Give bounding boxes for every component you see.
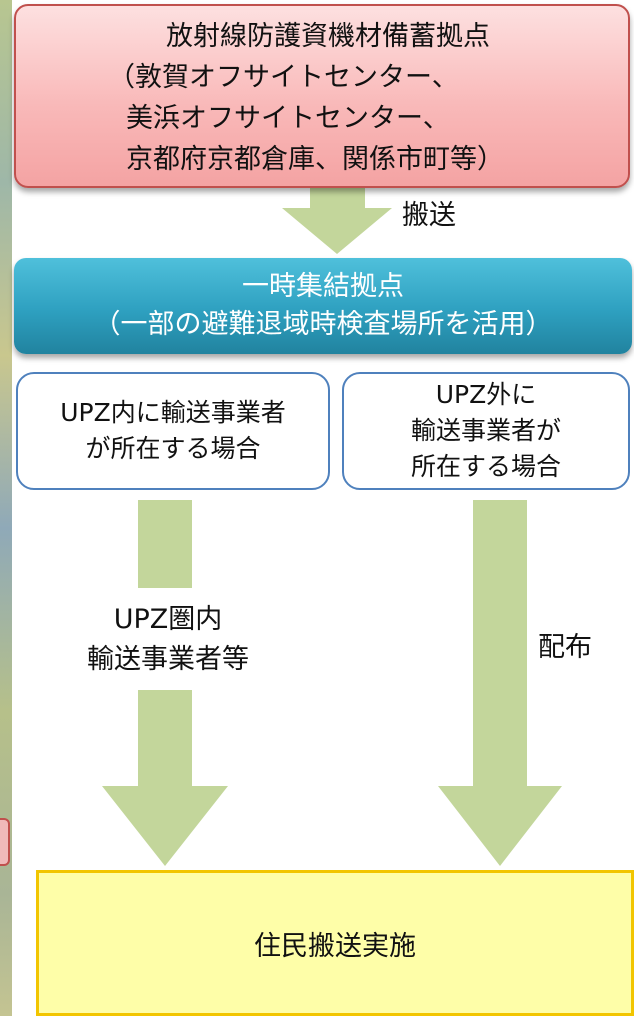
condition-line: が所在する場合 (85, 434, 261, 463)
gathering-base-node: 一時集結拠点 （一部の避難退域時検査場所を活用） (14, 258, 632, 354)
background-image-strip (0, 0, 12, 1016)
arrow-inside-upz-bottom (102, 690, 228, 866)
inside-route-label-line: 輸送事業者等 (87, 644, 249, 675)
background-box-fragment (0, 818, 10, 866)
resident-transport-label: 住民搬送実施 (254, 930, 416, 962)
condition-line: 輸送事業者が (410, 416, 561, 445)
condition-line: UPZ外に (435, 380, 537, 409)
inside-route-label: UPZ圏内 輸送事業者等 (68, 600, 268, 680)
stockpile-base-line: 京都府京都倉庫、関係市町等） (126, 144, 504, 175)
inside-route-label-line: UPZ圏内 (113, 604, 223, 635)
condition-inside-upz-node: UPZ内に輸送事業者 が所在する場合 (16, 372, 330, 490)
stockpile-base-line: 美浜オフサイトセンター、 (126, 103, 450, 134)
gathering-base-subtitle: （一部の避難退域時検査場所を活用） (93, 309, 553, 340)
condition-line: UPZ内に輸送事業者 (60, 398, 286, 427)
arrow-inside-upz-top (138, 500, 192, 588)
resident-transport-node: 住民搬送実施 (36, 870, 634, 1016)
stockpile-base-line: （敦賀オフサイトセンター、 (108, 62, 459, 93)
condition-outside-upz-node: UPZ外に 輸送事業者が 所在する場合 (342, 372, 630, 490)
outside-route-label: 配布 (538, 632, 592, 663)
condition-line: 所在する場合 (410, 452, 561, 481)
arrow-outside-upz (438, 500, 562, 866)
stockpile-base-title: 放射線防護資機材備蓄拠点 (166, 21, 490, 52)
transport-label: 搬送 (402, 200, 456, 231)
arrow-transport (282, 180, 392, 254)
stockpile-base-node: 放射線防護資機材備蓄拠点 （敦賀オフサイトセンター、 美浜オフサイトセンター、 … (14, 4, 630, 188)
gathering-base-title: 一時集結拠点 (242, 271, 404, 302)
